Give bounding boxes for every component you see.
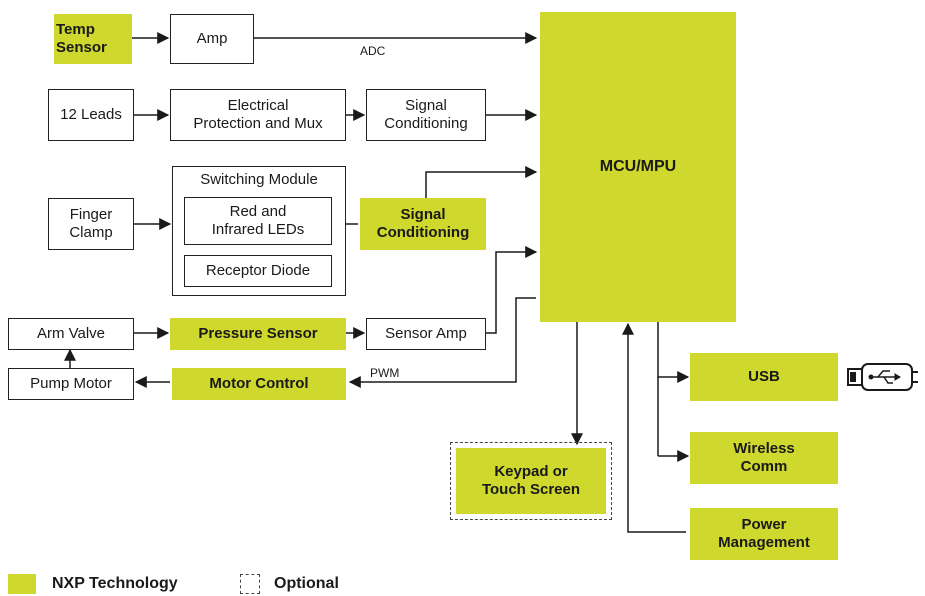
adc-label: ADC [360, 44, 386, 58]
keypad-touch-screen-block: Keypad or Touch Screen [456, 448, 606, 514]
usb-block: USB [690, 353, 838, 401]
sensor-amp-block: Sensor Amp [366, 318, 486, 350]
legend-optional-swatch [240, 574, 260, 594]
temp-sensor-block: Temp Sensor [54, 14, 132, 64]
signal-conditioning-block-1: Signal Conditioning [366, 89, 486, 141]
finger-clamp-block: Finger Clamp [48, 198, 134, 250]
pwm-label: PWM [370, 366, 400, 380]
red-infrared-leds-block: Red and Infrared LEDs [184, 197, 332, 245]
legend-nxp: NXP Technology [8, 574, 178, 594]
optional-keypad-frame [450, 442, 612, 520]
arm-valve-block: Arm Valve [8, 318, 134, 350]
legend-nxp-swatch [8, 574, 36, 594]
power-management-block: Power Management [690, 508, 838, 560]
pump-motor-block: Pump Motor [8, 368, 134, 400]
mcu-mpu-block: MCU/MPU [540, 12, 736, 322]
legend-optional-label: Optional [274, 575, 339, 592]
twelve-leads-block: 12 Leads [48, 89, 134, 141]
legend-optional: Optional [240, 574, 339, 594]
wireless-comm-block: Wireless Comm [690, 432, 838, 484]
wire-sc2-mcu [425, 166, 538, 198]
wire-mcu-motor [348, 297, 536, 388]
amp-block: Amp [170, 14, 254, 64]
motor-control-block: Motor Control [172, 368, 346, 400]
electrical-protection-block: Electrical Protection and Mux [170, 89, 346, 141]
receptor-diode-block: Receptor Diode [184, 255, 332, 287]
legend-nxp-label: NXP Technology [52, 575, 178, 592]
signal-conditioning-block-2: Signal Conditioning [360, 198, 486, 250]
wire-sensoramp-mcu [486, 246, 538, 334]
switching-module-title: Switching Module [200, 171, 318, 188]
pressure-sensor-block: Pressure Sensor [170, 318, 346, 350]
usb-connector-icon [847, 363, 918, 391]
wire-mcu-usb [657, 322, 690, 383]
wire-power-mcu [622, 322, 686, 533]
